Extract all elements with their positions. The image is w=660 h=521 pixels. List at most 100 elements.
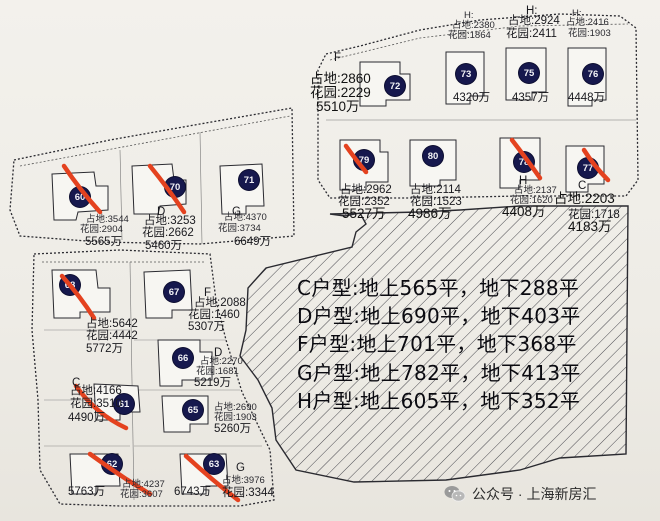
- lot-60-area: 占地:3544: [86, 214, 129, 225]
- strike-lot-78: [509, 137, 543, 181]
- strike-lot-79: [343, 143, 369, 175]
- wechat-watermark: 公众号 · 上海新房汇: [444, 484, 596, 504]
- lot-70-price: 5460万: [145, 240, 183, 252]
- lot-61-area: 占地:4166: [70, 385, 122, 397]
- lot-61-garden: 花园:3510: [70, 398, 122, 410]
- lot-68-area: 占地:5642: [86, 318, 138, 330]
- strike-lot-63: [183, 453, 241, 503]
- lot-badge-67: 67: [164, 282, 184, 302]
- lot-78-type: H: [519, 175, 528, 187]
- lot-badge-63: 63: [204, 454, 224, 474]
- lot-75-garden: 花园:2411: [506, 28, 557, 40]
- parcel-top-right: [317, 13, 639, 199]
- lot-73-area: 占地:2380: [452, 20, 495, 31]
- lot-60-price: 5565万: [85, 236, 123, 248]
- lot-badge-75: 75: [519, 63, 539, 83]
- lot-badge-76: 76: [583, 64, 603, 84]
- lot-66-type: D: [214, 347, 223, 359]
- lot-badge-71: 71: [239, 170, 259, 190]
- legend-line-h: H户型:地上605平，地下352平: [297, 389, 581, 413]
- lot-63-area: 占地:3976: [222, 475, 265, 486]
- watermark-text: 公众号 · 上海新房汇: [472, 486, 597, 502]
- lot-76-type: H:: [572, 8, 582, 19]
- lot-67-garden: 花园:1460: [188, 309, 240, 321]
- lot-65-price: 5260万: [214, 423, 252, 435]
- lot-70-garden: 花园:2662: [142, 227, 194, 239]
- strike-lot-68: [59, 273, 97, 321]
- lot-67-price: 5307万: [188, 321, 226, 333]
- lot-66-garden: 花园:1681: [196, 366, 239, 377]
- lot-78-garden: 花园:1620: [510, 195, 553, 206]
- legend-line-g: G户型:地上782平，地下413平: [297, 361, 581, 385]
- lot-65-garden: 花园:1903: [214, 412, 257, 423]
- lot-76-area: 占地:2416: [566, 17, 609, 28]
- lot-60-garden: 花园:2904: [80, 224, 123, 235]
- lot-72-area: 占地:2860: [310, 71, 371, 86]
- lot-68-price: 5772万: [86, 343, 124, 355]
- lot-62-garden: 花园:3607: [120, 489, 163, 500]
- wechat-icon: [444, 485, 466, 503]
- lot-80-garden: 花园:1523: [410, 196, 462, 208]
- lot-75-price: 4357万: [512, 92, 550, 104]
- lot-badge-78: 78: [514, 152, 534, 172]
- lot-badge-61: 61: [114, 394, 134, 414]
- lot-71-area: 占地:4370: [224, 212, 267, 223]
- lot-badge-65: 65: [183, 400, 203, 420]
- lot-66-price: 5219万: [194, 377, 232, 389]
- lot-79-garden: 花园:2352: [338, 196, 390, 208]
- lot-badge-62: 62: [102, 454, 122, 474]
- lot-77-garden: 花园:1718: [568, 209, 620, 221]
- lot-77-area: 占地:2203: [554, 191, 615, 206]
- lot-badge-80: 80: [423, 146, 443, 166]
- legend-line-d: D户型:地上690平，地下403平: [297, 304, 581, 328]
- lot-73-price: 4320万: [453, 92, 491, 104]
- lot-71-price: 6649万: [234, 236, 272, 248]
- lot-75-type: H:: [526, 5, 538, 17]
- lot-77-price: 4183万: [568, 219, 612, 234]
- legend-line-f: F户型:地上701平，地下368平: [297, 332, 577, 356]
- lot-76-price: 4448万: [568, 92, 606, 104]
- lot-63-price: 6743万: [174, 486, 212, 498]
- lot-79-area: 占地:2962: [340, 184, 392, 196]
- lot-80-price: 4986万: [408, 206, 452, 221]
- lot-71-garden: 花园:3734: [218, 223, 261, 234]
- lot-72-type: F: [334, 52, 342, 64]
- strike-lot-77: [581, 147, 611, 183]
- lot-63-type: G: [236, 462, 245, 474]
- lot-72-price: 5510万: [316, 99, 360, 114]
- strike-lot-60: [61, 163, 103, 215]
- lot-78-area: 占地:2137: [514, 185, 557, 196]
- lot-badge-73: 73: [456, 64, 476, 84]
- lot-66-area: 占地:2270: [200, 356, 243, 367]
- lot-61-price: 4490万: [68, 412, 106, 424]
- lot-78-price: 4408万: [502, 204, 546, 219]
- lot-65-area: 占地:2690: [214, 402, 257, 413]
- lot-79-price: 5527万: [342, 206, 386, 221]
- lot-75-area: 占地:2924: [508, 15, 560, 27]
- lot-73-type: H:: [464, 10, 474, 21]
- lot-73-garden: 花园:1864: [448, 30, 491, 41]
- lot-67-area: 占地:2088: [194, 297, 246, 309]
- strike-lot-62: [87, 451, 153, 497]
- lot-badge-66: 66: [173, 348, 193, 368]
- lot-62-price: 5763万: [68, 486, 106, 498]
- strike-lot-61: [73, 383, 129, 431]
- lot-67-type: F: [204, 287, 212, 299]
- lot-72-garden: 花园:2229: [310, 85, 371, 100]
- lot-61-type: C: [72, 377, 81, 389]
- legend-line-c: C户型:地上565平，地下288平: [297, 276, 580, 300]
- lot-70-area: 占地:3253: [144, 215, 196, 227]
- lot-63-garden: 花园:3344: [222, 487, 274, 499]
- lot-71-type: G: [232, 206, 241, 218]
- hatched-central-block: [239, 205, 629, 483]
- lot-badge-72: 72: [385, 76, 405, 96]
- lot-76-garden: 花园:1903: [568, 28, 611, 39]
- lot-62-area: 占地:4237: [122, 479, 165, 490]
- lot-68-garden: 花园:4442: [86, 330, 138, 342]
- parcel-bottom-left: [31, 249, 275, 507]
- lot-70-type: D: [157, 206, 166, 218]
- lot-77-type: C: [578, 180, 587, 192]
- lot-80-area: 占地:2114: [410, 184, 461, 196]
- strike-lot-70: [147, 163, 187, 215]
